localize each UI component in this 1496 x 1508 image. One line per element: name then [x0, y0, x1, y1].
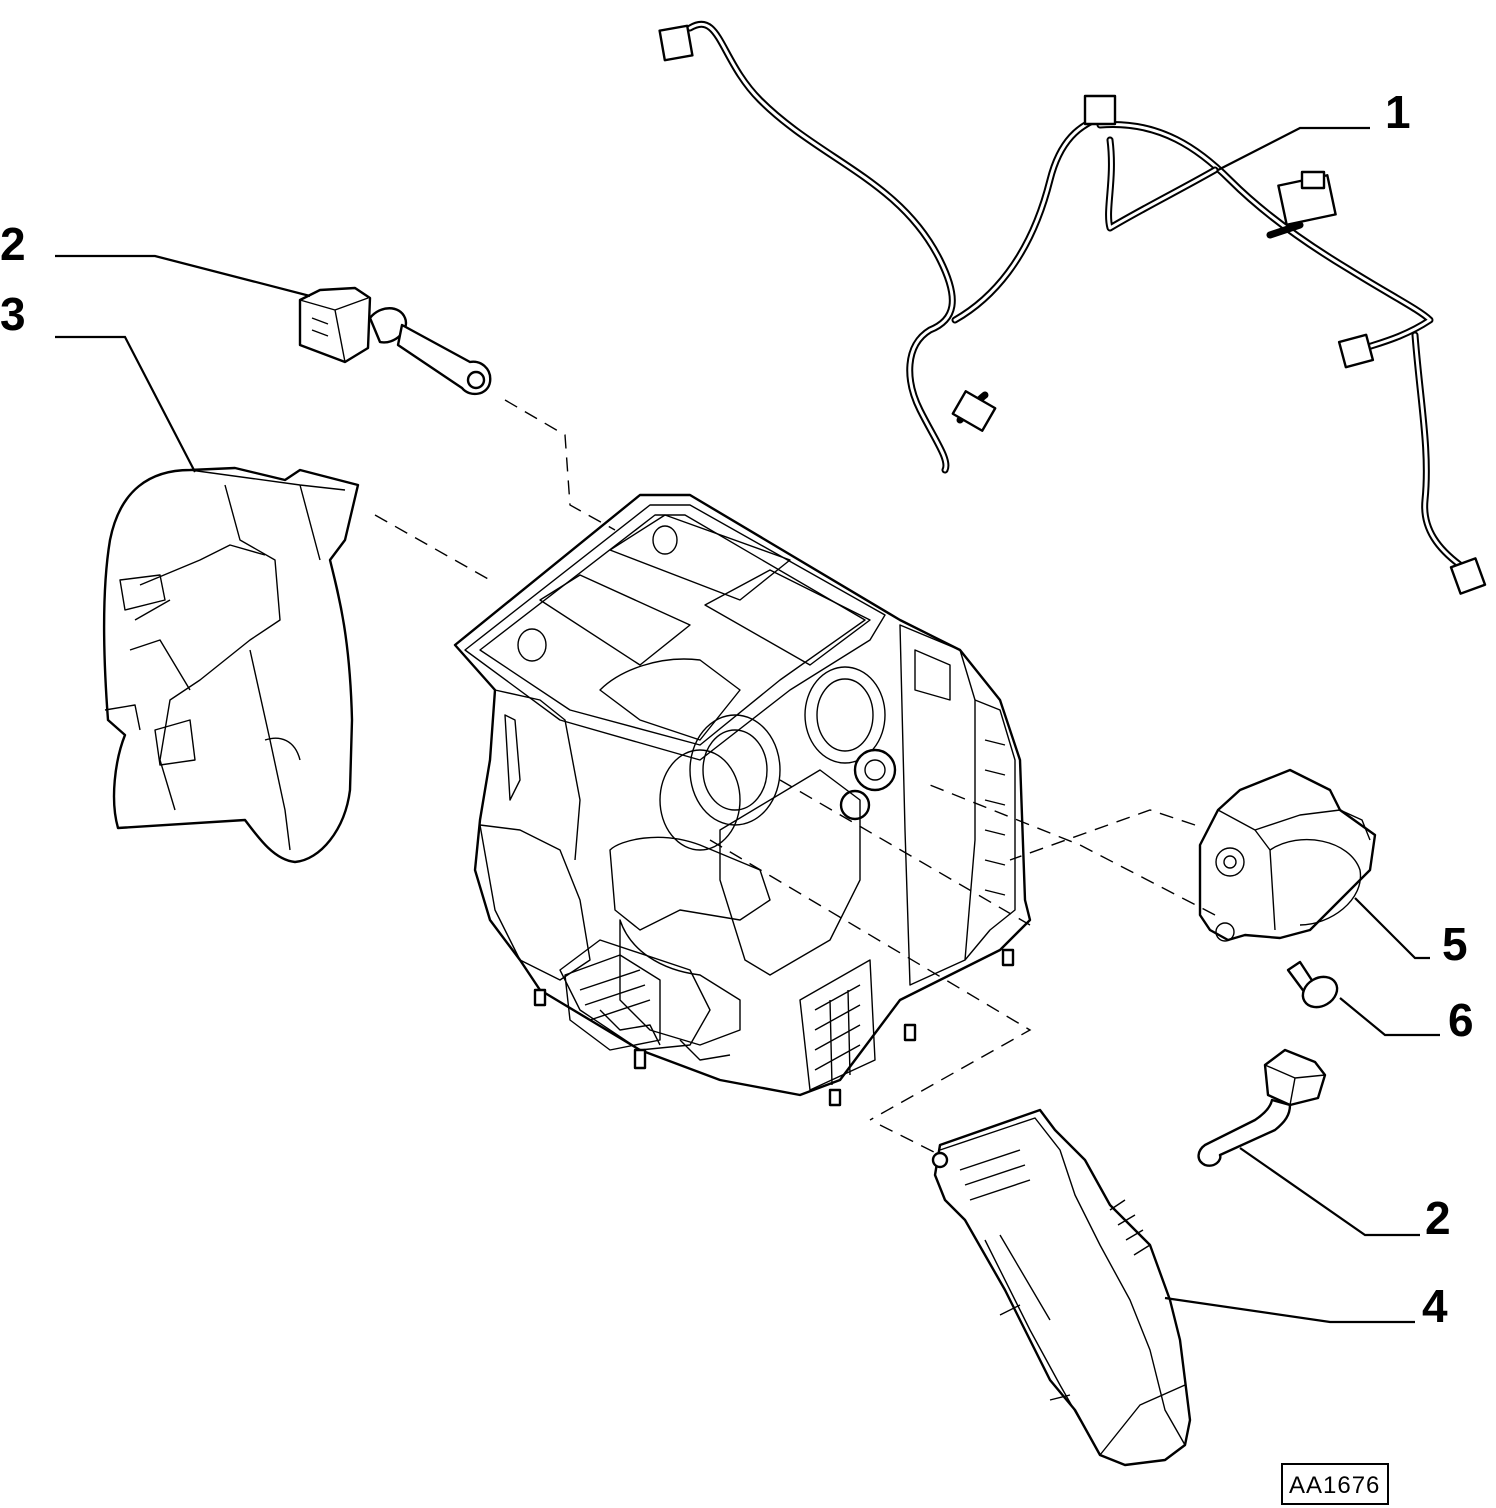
callout-6: 6 — [1448, 994, 1474, 1046]
lower-air-duct — [931, 1108, 1192, 1467]
left-air-duct-housing — [102, 466, 360, 864]
callout-5: 5 — [1442, 918, 1468, 970]
callout-4: 4 — [1422, 1280, 1448, 1332]
hvac-heater-unit — [453, 493, 1032, 1107]
screw — [1286, 960, 1339, 1009]
callout-2-upper: 2 — [0, 218, 26, 270]
flap-actuator-motor — [1198, 768, 1377, 942]
callout-labels: 1 2 3 5 6 2 4 — [0, 86, 1474, 1332]
temperature-sensor-upper — [298, 286, 492, 396]
reference-code: AA1676 — [1289, 1472, 1380, 1499]
reference-code-box: AA1676 — [1281, 1463, 1389, 1505]
assembly-dashed-lines — [374, 399, 1216, 1156]
wiring-harness — [658, 20, 1487, 595]
leader-lines — [55, 126, 1440, 1324]
callout-1: 1 — [1385, 86, 1411, 138]
callout-2-lower: 2 — [1425, 1192, 1451, 1244]
callout-3: 3 — [0, 288, 26, 340]
temperature-sensor-lower — [1197, 1048, 1327, 1167]
